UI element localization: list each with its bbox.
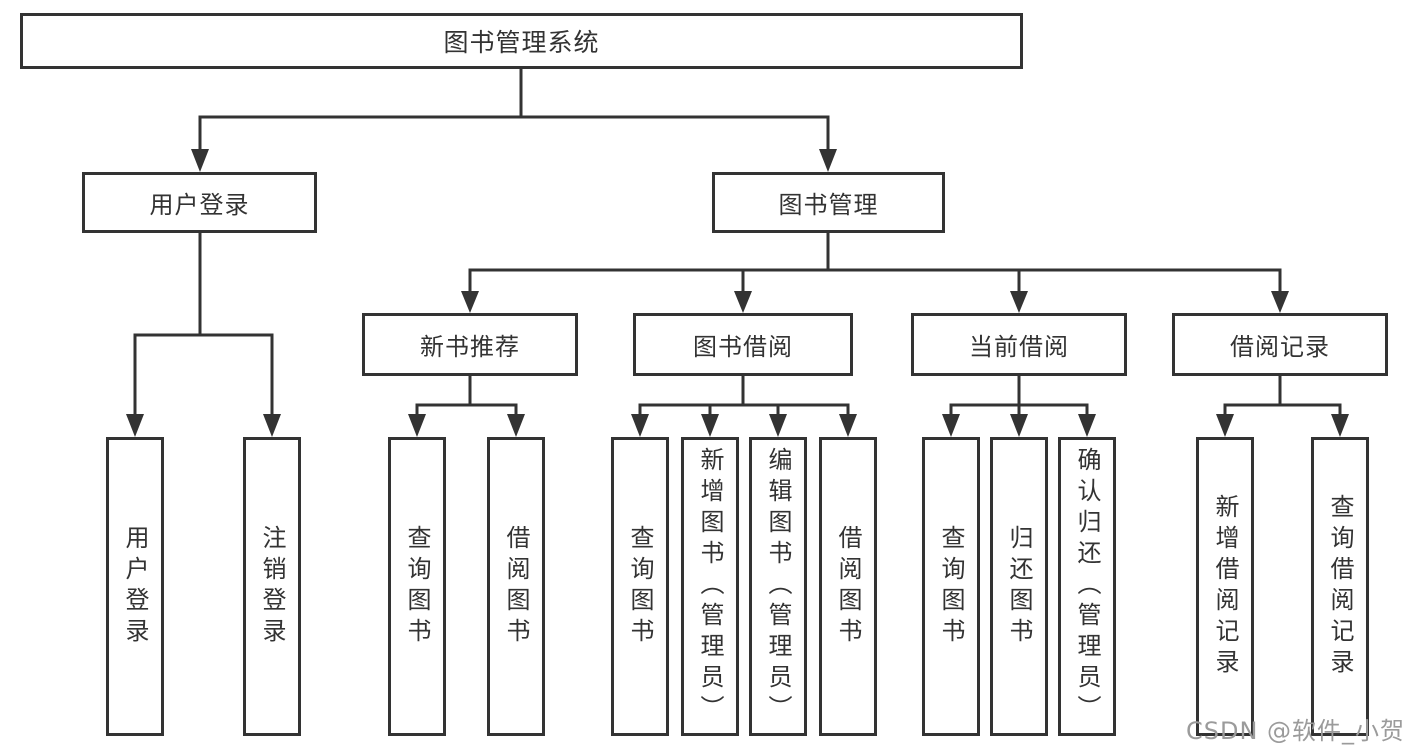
leaf-add-books-admin: 新增图书（管理员） bbox=[681, 437, 739, 736]
leaf-query-books-current: 查询图书 bbox=[922, 437, 980, 736]
leaf-query-books-borrowing: 查询图书 bbox=[611, 437, 669, 736]
leaf-confirm-return-admin: 确认归还（管理员） bbox=[1058, 437, 1116, 736]
node-borrowing-records: 借阅记录 bbox=[1172, 313, 1388, 376]
node-book-borrowing: 图书借阅 bbox=[633, 313, 853, 376]
csdn-watermark: CSDN @软件_小贺同学 bbox=[1186, 717, 1405, 745]
leaf-query-books-recommend: 查询图书 bbox=[388, 437, 446, 736]
node-user-login: 用户登录 bbox=[82, 172, 317, 233]
node-new-book-recommendation: 新书推荐 bbox=[362, 313, 578, 376]
leaf-add-borrow-record: 新增借阅记录 bbox=[1196, 437, 1254, 736]
node-library-management-system: 图书管理系统 bbox=[20, 13, 1023, 69]
leaf-query-borrow-record: 查询借阅记录 bbox=[1311, 437, 1369, 736]
leaf-return-books: 归还图书 bbox=[990, 437, 1048, 736]
node-current-borrowing: 当前借阅 bbox=[911, 313, 1127, 376]
leaf-borrow-books-borrowing: 借阅图书 bbox=[819, 437, 877, 736]
node-book-management: 图书管理 bbox=[712, 172, 945, 233]
arrowheads bbox=[126, 149, 1349, 437]
leaf-user-login: 用户登录 bbox=[106, 437, 164, 736]
leaf-borrow-books-recommend: 借阅图书 bbox=[487, 437, 545, 736]
leaf-edit-books-admin: 编辑图书（管理员） bbox=[749, 437, 807, 736]
leaf-logout: 注销登录 bbox=[243, 437, 301, 736]
